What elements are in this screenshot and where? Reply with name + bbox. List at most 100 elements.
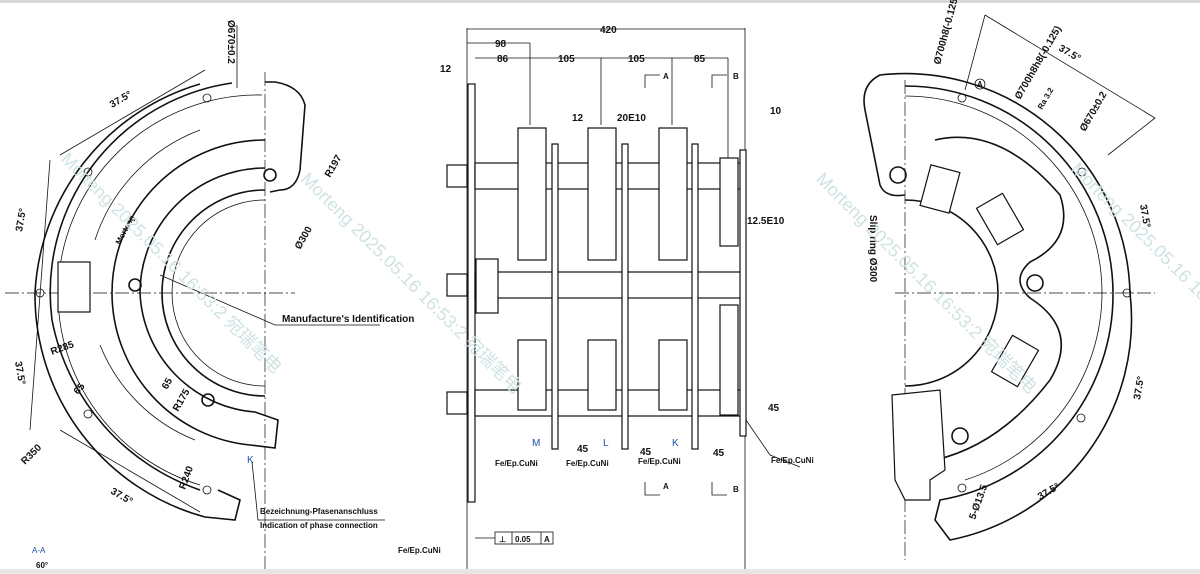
brush-box [975, 192, 1025, 246]
right-view: Ø700h8(-0.125) Ø700h8h8(-0.125) Ø670±0.2… [863, 0, 1156, 560]
leader-line [745, 419, 801, 468]
hole-spec: 5-Ø13.5 [967, 483, 990, 521]
bolt-circle [904, 95, 1103, 481]
dim-85: 85 [694, 54, 706, 65]
dim-angle: 37.5° [12, 361, 27, 386]
terminal-lug [891, 389, 946, 501]
material-label: Fe/Ep.CuNi [398, 546, 441, 555]
material-label: Fe/Ep.CuNi [566, 459, 609, 468]
bolt-hole [1122, 288, 1132, 298]
mount-hole [263, 168, 277, 182]
dim-45: 45 [713, 448, 725, 459]
brush-holders [517, 127, 739, 416]
phase-label-english: Indication of phase connection [260, 521, 378, 530]
dim-angle: 37.5° [1057, 43, 1083, 64]
dim-86: 86 [497, 54, 509, 65]
dim-12: 12 [440, 64, 452, 75]
dim-700h8: Ø700h8(-0.125) [932, 0, 961, 66]
manufacturer-identification-label: Manufacture's Identification [282, 314, 414, 325]
outer-plate-outline [863, 72, 1133, 541]
dim-105: 105 [628, 54, 645, 65]
window-top-edge [0, 0, 1200, 3]
dim-12-5e10: 12.5E10 [747, 216, 785, 227]
dim-20e10: 20E10 [617, 113, 646, 124]
outer-plate-edge [34, 83, 241, 521]
brush-holder-arcs [94, 129, 201, 441]
bolt-hole [957, 93, 967, 103]
brush-carrier [934, 136, 1065, 461]
dim-angle: 37.5° [14, 207, 29, 232]
phase-k-label: K [672, 438, 679, 449]
perpendicularity-symbol: ⊥ [499, 535, 506, 544]
dimension-lines [964, 14, 1156, 156]
bolt-hole [957, 483, 967, 493]
material-label: Fe/Ep.CuNi [638, 457, 681, 466]
dim-10: 10 [770, 106, 782, 117]
tolerance-value: 0.05 [515, 535, 531, 544]
dim-angle: 37.5° [1137, 204, 1152, 229]
section-markers [644, 74, 727, 496]
dim-700h8-second: Ø700h8h8(-0.125) [1013, 24, 1064, 101]
material-label: Fe/Ep.CuNi [771, 456, 814, 465]
inner-bore [161, 189, 266, 397]
bolt-hole [1076, 413, 1086, 423]
section-b-label: B [733, 72, 739, 81]
inner-ring [171, 199, 266, 387]
slip-ring-diameter: Slip ring Ø300 [867, 215, 878, 283]
dim-12: 12 [572, 113, 584, 124]
middle-view: 420 98 86 105 105 85 12 12 20E10 10 12.5… [398, 25, 814, 574]
tolerance-datum: A [544, 535, 550, 544]
dim-670: Ø670±0.2 [1078, 90, 1110, 134]
phase-leader [251, 461, 385, 521]
phase-m-label: M [532, 438, 540, 449]
dimension-lines [29, 25, 238, 513]
dim-45: 45 [640, 447, 652, 458]
dim-45: 45 [577, 444, 589, 455]
mount-hole [889, 166, 907, 184]
mount-hole [951, 427, 969, 445]
bolt-hole [83, 409, 93, 419]
left-view: Morteng Ø670±0.2 37.5° 37.5° 37.5° 37.5°… [5, 20, 414, 574]
svg-text:Morteng 2025.05.16 16:53:2 宛瑞笔: Morteng 2025.05.16 16:53:2 宛瑞笔电 [57, 149, 286, 378]
base-plate [467, 83, 476, 503]
mount-hole [1026, 274, 1044, 292]
section-b-label: B [733, 485, 739, 494]
terminal-box [57, 261, 91, 313]
section-a-label: A [663, 482, 669, 491]
dim-45: 45 [768, 403, 780, 414]
slip-rings [551, 143, 747, 450]
dim-r350: R350 [19, 442, 44, 467]
bolt-hole [1077, 167, 1087, 177]
window-bottom-edge [0, 569, 1200, 574]
bolt-hole [83, 167, 93, 177]
brush-box [990, 334, 1040, 388]
dim-65: 65 [160, 376, 175, 392]
outer-plate-outline [49, 81, 306, 491]
dim-angle: 37.5° [1132, 375, 1147, 400]
dim-outer-diameter: Ø670±0.2 [225, 20, 236, 64]
section-label: A-A [32, 546, 46, 555]
mount-hole [201, 393, 215, 407]
section-a-label: A [663, 72, 669, 81]
leader-line [159, 274, 380, 326]
ring-carrier [111, 139, 279, 449]
mount-hole [128, 278, 142, 292]
bolt-hole [202, 93, 212, 103]
dim-r175: R175 [171, 387, 193, 414]
dim-105: 105 [558, 54, 575, 65]
phase-label-german: Bezeichnung-Pfasenanschluss [260, 507, 378, 516]
datum-circle [974, 78, 986, 90]
dim-angle: 37.5° [109, 486, 135, 507]
dim-98: 98 [495, 39, 507, 50]
bolt-hole [202, 485, 212, 495]
phase-k-marker: K [247, 455, 254, 466]
dim-r197: R197 [323, 153, 345, 180]
dim-angle: 37.5° [108, 89, 134, 110]
phase-l-label: L [603, 438, 609, 449]
brush-box [919, 164, 961, 214]
dim-r285: R285 [49, 339, 76, 358]
dim-extensions [529, 43, 729, 160]
surface-roughness: Ra 3.2 [1036, 86, 1056, 111]
material-label: Fe/Ep.CuNi [495, 459, 538, 468]
